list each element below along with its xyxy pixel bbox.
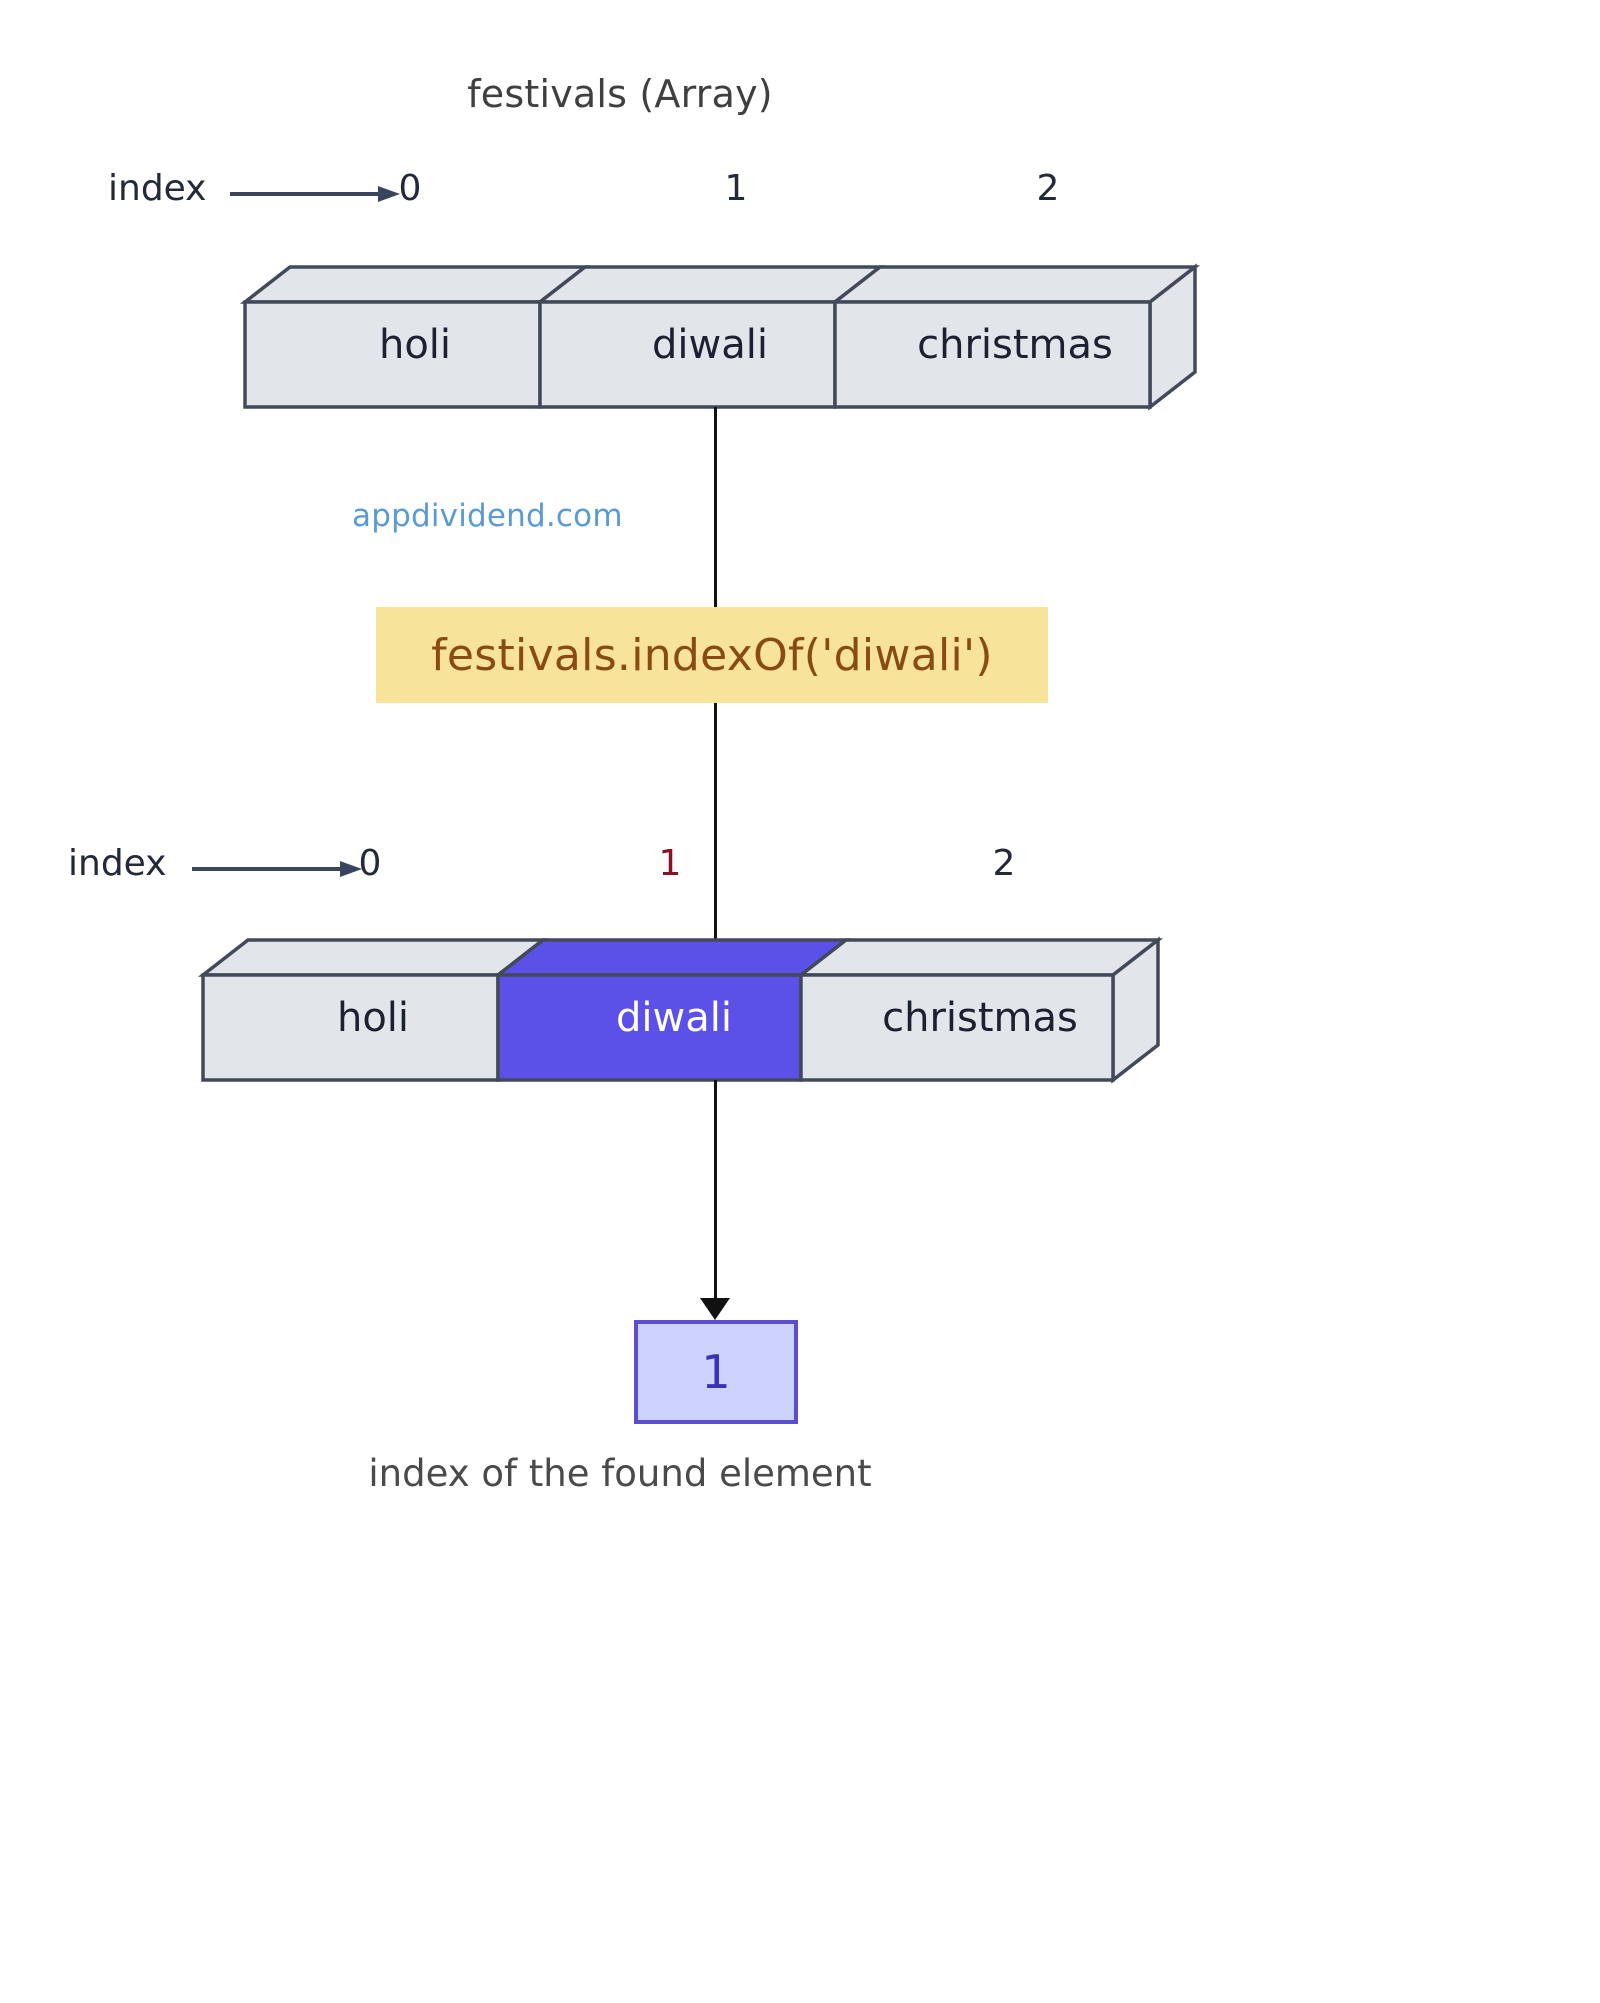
index-row-top: index 0 1 2 xyxy=(0,168,1240,224)
connector-array-to-result xyxy=(714,1080,717,1302)
diagram-canvas: festivals (Array) index 0 1 2 holi diwal… xyxy=(0,72,1240,1495)
array-box-before: holi diwali christmas xyxy=(239,262,1201,412)
index-arrow-bottom xyxy=(192,861,362,877)
array-top-face-0 xyxy=(239,265,591,304)
connector-code-to-array xyxy=(714,703,717,943)
connector-array-to-code xyxy=(714,407,717,607)
index-label-bottom: index xyxy=(68,843,167,884)
array-cell-label-2: christmas xyxy=(882,995,1078,1041)
result-arrowhead-icon xyxy=(700,1298,730,1320)
code-expression-badge: festivals.indexOf('diwali') xyxy=(376,607,1048,703)
array-cell-face-0 xyxy=(201,973,500,1082)
array-cell-face-2 xyxy=(799,973,1115,1082)
array-cell-label-0: holi xyxy=(336,995,410,1041)
array-top-face-1 xyxy=(534,265,886,304)
index-number-bottom-2: 2 xyxy=(992,843,1016,884)
array-top-face-0 xyxy=(197,938,549,977)
array-cell-label-1: diwali xyxy=(616,995,732,1041)
array-top-face-1-selected xyxy=(492,938,852,977)
index-number-bottom-1: 1 xyxy=(658,843,682,884)
array-cell-label-2: christmas xyxy=(917,322,1113,368)
page-title: festivals (Array) xyxy=(467,72,773,116)
index-label-top: index xyxy=(108,168,207,209)
array-top-face-2 xyxy=(795,938,1164,977)
array-cell-face-0 xyxy=(243,300,542,409)
array-cell-label-0: holi xyxy=(378,322,452,368)
array-top-face-2 xyxy=(829,265,1201,304)
index-number-top-0: 0 xyxy=(398,168,422,209)
index-row-bottom: index 0 1 2 xyxy=(0,843,1240,899)
result-caption: index of the found element xyxy=(368,1452,872,1495)
index-number-bottom-0: 0 xyxy=(358,843,382,884)
index-number-top-1: 1 xyxy=(724,168,748,209)
array-cell-label-1: diwali xyxy=(652,322,768,368)
watermark-appdividend: appdividend.com xyxy=(352,498,623,534)
index-number-top-2: 2 xyxy=(1036,168,1060,209)
array-cell-face-2 xyxy=(833,300,1152,409)
index-arrow-top xyxy=(230,186,400,202)
array-box-after: holi diwali christmas xyxy=(197,935,1168,1085)
result-value-box: 1 xyxy=(634,1320,798,1424)
